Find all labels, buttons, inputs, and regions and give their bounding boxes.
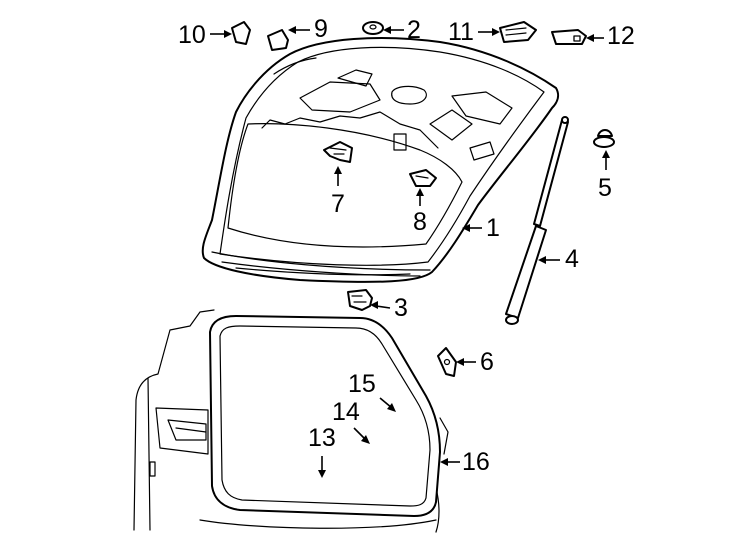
callout-2: 2 [407,16,421,44]
callout-10: 10 [178,21,206,49]
leader-lines [210,26,610,478]
callout-16: 16 [462,448,490,476]
callout-3: 3 [394,294,408,322]
push-clip [593,129,615,148]
callout-8: 8 [413,208,427,236]
callout-4: 4 [565,245,579,273]
callout-11: 11 [448,18,474,46]
bracket-7 [323,141,353,163]
callout-1: 1 [486,214,500,242]
round-clip [362,21,384,35]
lamp-11 [499,21,537,43]
clip-9 [267,29,289,51]
callout-7: 7 [331,190,345,218]
callout-6: 6 [480,348,494,376]
liftgate-panel [201,37,560,283]
callout-13: 13 [308,424,336,452]
striker [437,347,457,377]
latch [347,289,373,311]
weatherstrip [209,315,441,517]
lift-support-strut [505,116,569,325]
callout-labels: 10 9 2 11 12 7 8 1 5 4 3 6 15 14 13 16 [178,15,635,476]
callout-5: 5 [598,174,612,202]
callout-15: 15 [348,370,376,398]
switch-12 [551,29,587,45]
callout-12: 12 [607,22,635,50]
callout-9: 9 [314,15,328,43]
bracket-8 [409,169,437,187]
callout-14: 14 [332,398,360,426]
bumper-10 [231,21,251,45]
